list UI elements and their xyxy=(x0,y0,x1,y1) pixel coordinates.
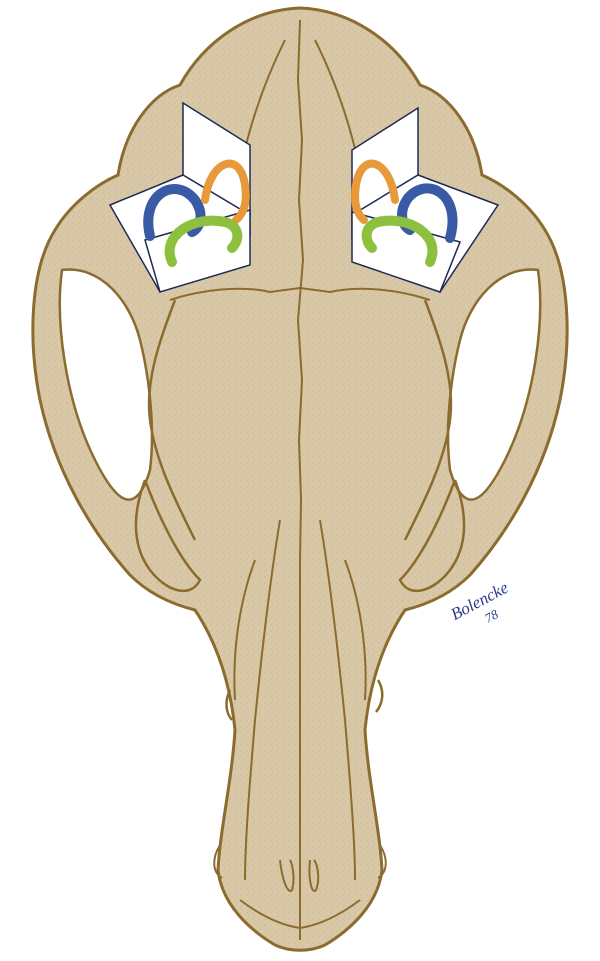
signature-year: 78 xyxy=(482,606,501,626)
right-infraorbital-foramen xyxy=(376,680,382,712)
